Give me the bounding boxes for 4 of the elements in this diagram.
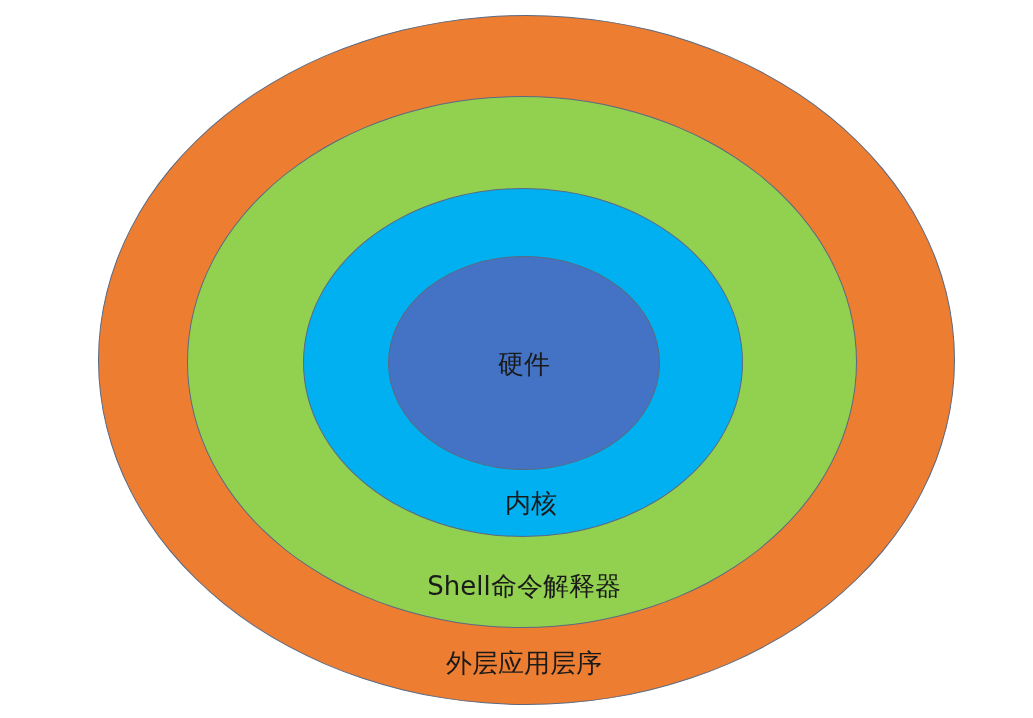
layer-label: Shell命令解释器: [427, 571, 621, 601]
layer-label: 硬件: [498, 349, 550, 379]
layer-label: 内核: [505, 488, 557, 518]
layer-label: 外层应用层序: [446, 648, 602, 678]
